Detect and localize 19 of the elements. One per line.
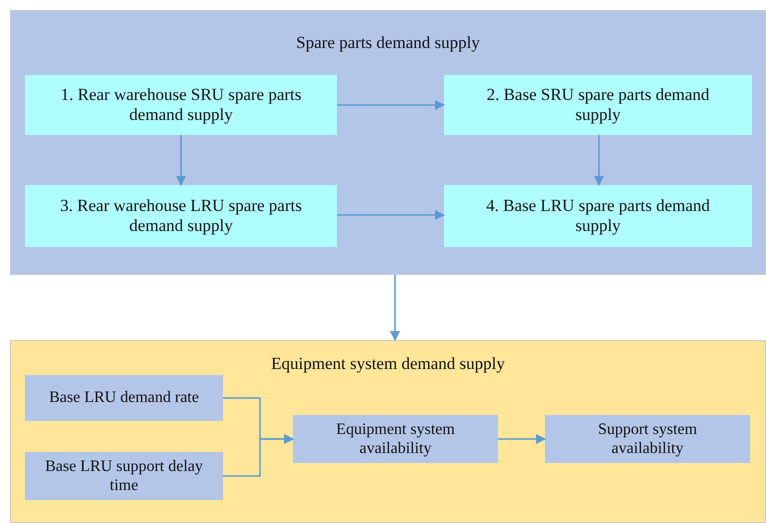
panel-title: Spare parts demand supply: [296, 33, 480, 52]
process-box: 4. Base LRU spare parts demand supply: [444, 185, 752, 247]
arrow: [176, 135, 186, 186]
arrow: [337, 100, 445, 110]
process-box: 3. Rear warehouse LRU spare parts demand supply: [25, 185, 337, 247]
arrow: [498, 434, 546, 444]
process-box: 1. Rear warehouse SRU spare parts demand supply: [25, 75, 337, 135]
arrow: [594, 135, 604, 186]
process-box: Support system availability: [545, 415, 750, 463]
process-box: Equipment system availability: [293, 415, 498, 463]
process-box: Base LRU support delay time: [25, 452, 223, 500]
process-box: Base LRU demand rate: [25, 375, 223, 421]
group-panel: [10, 10, 766, 275]
arrow: [390, 275, 400, 341]
process-box: 2. Base SRU spare parts demand supply: [444, 75, 752, 135]
arrow: [337, 210, 445, 220]
arrow: [223, 434, 294, 477]
panel-title: Equipment system demand supply: [271, 354, 505, 373]
group-panel: [10, 340, 766, 523]
